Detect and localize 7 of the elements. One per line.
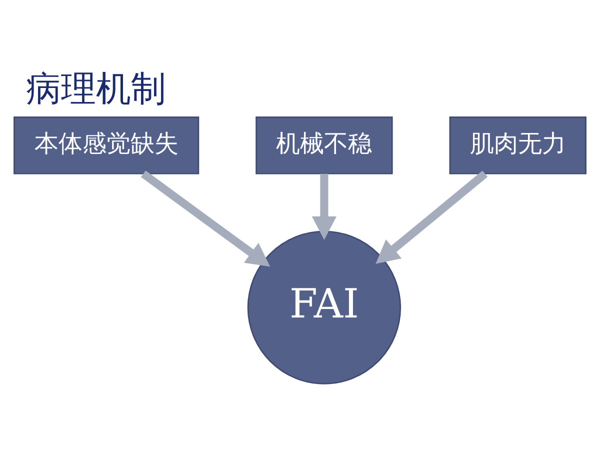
arrow xyxy=(376,170,488,264)
node-box: 机械不稳 xyxy=(256,116,393,174)
diagram-title: 病理机制 xyxy=(26,69,166,110)
node-box: 肌肉无力 xyxy=(449,116,586,174)
arrow xyxy=(312,173,337,240)
arrow xyxy=(140,170,270,266)
node-box: 本体感觉缺失 xyxy=(14,116,200,174)
